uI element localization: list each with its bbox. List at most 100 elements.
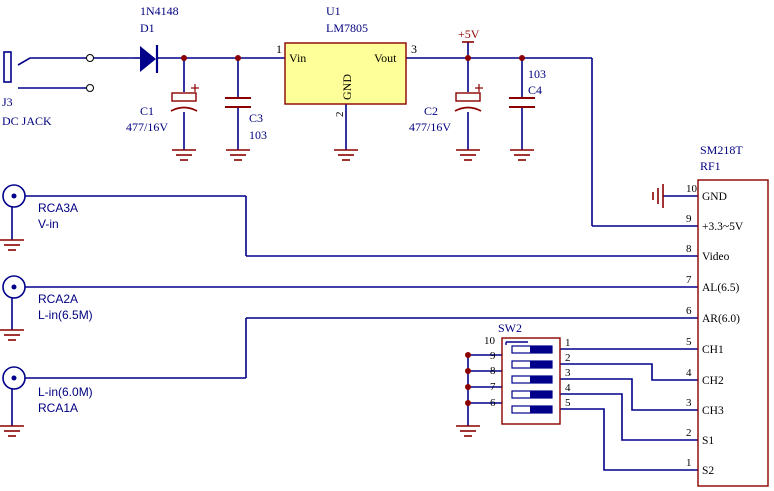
junction	[465, 400, 471, 406]
capacitor-c1: C1 477/16V	[126, 84, 199, 134]
ground-icon	[652, 184, 664, 208]
sw2-left-pin-number: 10	[484, 335, 496, 347]
rca-center	[11, 193, 17, 199]
rf-pin-number: 7	[686, 274, 692, 286]
regulator-value: LM7805	[326, 21, 368, 35]
rf-module-body	[697, 179, 769, 487]
rf-pin-name: CH1	[702, 344, 724, 356]
rf-pin-number: 6	[686, 305, 692, 317]
rf-pin-name: AR(6.0)	[702, 313, 740, 325]
c1-value: 477/16V	[126, 120, 168, 134]
diode-value: 1N4148	[140, 4, 179, 18]
rf-pin-number: 2	[686, 427, 692, 439]
rf-module-pins: 10GND9+3.3~5V8Video7AL(6.5)6AR(6.0)5CH14…	[686, 183, 744, 477]
jack-ref: J3	[2, 95, 13, 109]
sw2-left-pin-number: 9	[490, 350, 496, 362]
regulator-ref: U1	[326, 4, 341, 18]
dc-jack: J3 DC JACK	[2, 51, 94, 128]
rca-center	[11, 284, 17, 290]
c2-value: 477/16V	[409, 120, 451, 134]
sw2-left-pin-number: 8	[490, 365, 496, 377]
c2-ref: C2	[424, 104, 438, 118]
rf-pin-name: S1	[702, 435, 714, 447]
ground-icon	[172, 149, 196, 161]
rf-module: SM218T RF1 10GND9+3.3~5V8Video7AL(6.5)6A…	[686, 143, 769, 487]
junction	[465, 368, 471, 374]
regulator-pin2: 2	[334, 112, 346, 118]
rf-pin-number: 8	[686, 243, 692, 255]
diode-triangle	[140, 46, 156, 72]
rf-pin-number: 4	[686, 367, 692, 379]
regulator-pin3: 3	[411, 42, 417, 56]
sw2-levers	[511, 345, 553, 414]
ground-icon	[0, 329, 24, 341]
jack-pin	[86, 84, 94, 92]
supply-label: +5V	[458, 27, 480, 41]
rca3-connector: RCA3A V-in	[2, 184, 78, 231]
rf-pin-name: +3.3~5V	[702, 221, 744, 233]
rca3-name: V-in	[38, 217, 59, 231]
ground-icon	[456, 425, 480, 437]
capacitor-c2: C2 477/16V	[409, 84, 483, 134]
sw2-left-pin-number: 6	[490, 397, 496, 409]
diode-d1: 1N4148 D1	[134, 4, 179, 73]
rf-pin-number: 5	[686, 336, 692, 348]
c4-ref: C4	[528, 83, 542, 97]
rf-pin-name: GND	[702, 191, 727, 203]
ground-icon	[510, 149, 534, 161]
regulator-pin-gnd: GND	[340, 74, 354, 100]
rf-pin-name: CH3	[702, 405, 724, 417]
sw2-lever-knob	[530, 376, 552, 383]
sw2-lever-knob	[530, 346, 552, 353]
wire-sw-s2	[560, 408, 698, 471]
rca1-connector: L-in(6.0M) RCA1A	[2, 366, 93, 415]
rf-pin-number: 9	[686, 213, 692, 225]
rf-module-value: SM218T	[700, 143, 743, 157]
rca2-name: L-in(6.5M)	[38, 308, 93, 322]
rf-pin-number: 3	[686, 397, 692, 409]
rf-module-ref: RF1	[700, 159, 721, 173]
rca2-connector: RCA2A L-in(6.5M)	[2, 275, 93, 322]
sw2-right-pin-number: 4	[565, 382, 571, 394]
c3-value: 103	[249, 128, 267, 142]
rf-pin-number: 10	[686, 183, 698, 195]
junction	[181, 55, 187, 61]
ground-symbols	[0, 149, 664, 437]
jack-pin	[86, 54, 94, 62]
capacitor-c3: C3 103	[225, 97, 267, 142]
rca3-ref: RCA3A	[38, 201, 78, 215]
sw2-right-pin-number: 2	[565, 352, 571, 364]
rf-pin-name: Video	[702, 251, 730, 263]
sw2-lever-knob	[530, 406, 552, 413]
rf-pin-name: CH2	[702, 375, 724, 387]
junction	[465, 384, 471, 390]
ground-icon	[0, 239, 24, 251]
ground-icon	[456, 149, 480, 161]
junction	[465, 352, 471, 358]
regulator-u1: U1 LM7805 Vin Vout 1 3 GND 2	[276, 4, 417, 117]
rca1-ref: RCA1A	[38, 401, 78, 415]
junctions	[181, 55, 525, 406]
sw2-ref: SW2	[498, 321, 522, 335]
junction	[235, 55, 241, 61]
sw2-right-pin-number: 1	[565, 337, 571, 349]
jack-body	[3, 51, 12, 83]
junction	[519, 55, 525, 61]
rca-center	[11, 375, 17, 381]
rca1-name: L-in(6.0M)	[38, 385, 93, 399]
sw2-lever-knob	[530, 361, 552, 368]
sw2-right-pin-number: 5	[565, 397, 571, 409]
rf-pin-number: 1	[686, 457, 692, 469]
wire-sw-s1	[560, 393, 698, 441]
diode-ref: D1	[140, 21, 155, 35]
regulator-pin-vin: Vin	[289, 51, 306, 65]
sw2-left-pin-number: 7	[490, 381, 496, 393]
wire-sw-ch2	[560, 363, 698, 381]
sw2-left-pins: 10 9 8 7 6	[484, 335, 496, 409]
c3-ref: C3	[249, 111, 263, 125]
c4-value: 103	[528, 67, 546, 81]
regulator-body	[284, 42, 407, 105]
wires	[11, 42, 698, 471]
